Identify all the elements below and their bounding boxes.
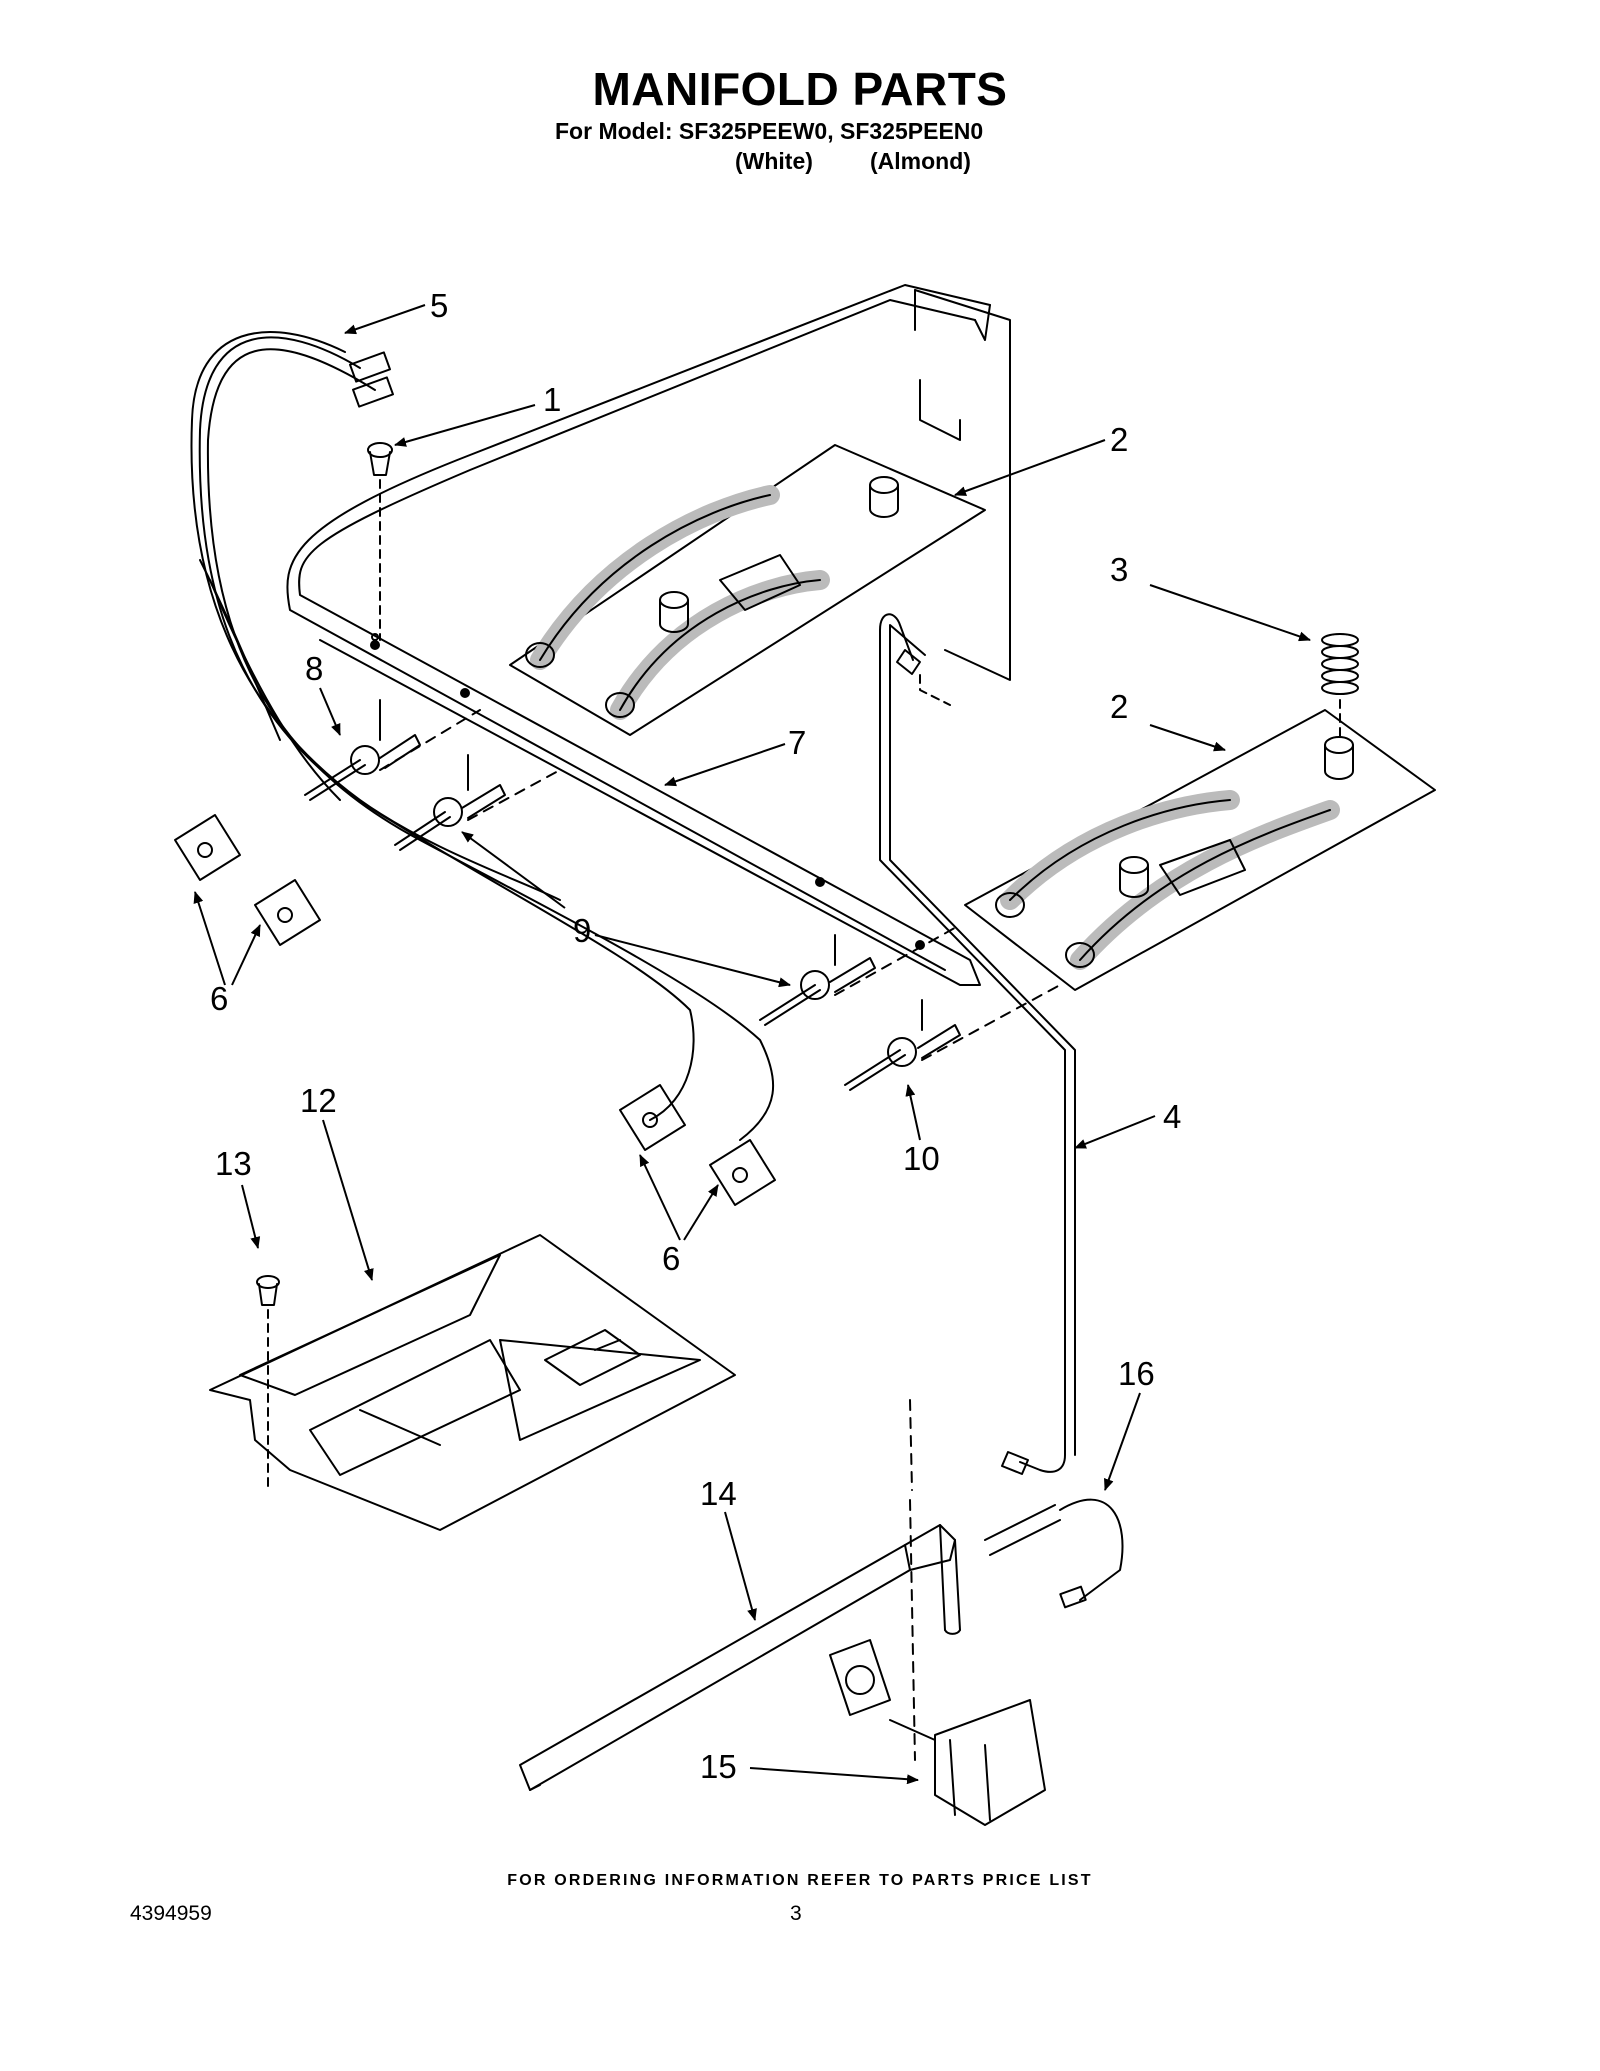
igniter-bracket-2: [254, 879, 321, 946]
callout-2-lower: 2: [1110, 688, 1128, 725]
callout-16: 16: [1118, 1355, 1155, 1392]
callout-13: 13: [215, 1145, 252, 1182]
model-line: For Model: SF325PEEW0, SF325PEEN0: [555, 118, 984, 144]
color-almond-label: (Almond): [870, 148, 971, 174]
callout-12: 12: [300, 1082, 337, 1119]
callout-10: 10: [903, 1140, 940, 1177]
burner-plate-lower: [964, 709, 1436, 991]
callout-4: 4: [1163, 1098, 1181, 1135]
spring-part: [1321, 633, 1359, 739]
callout-labels: 5 1 2 3 2 8 7 9 6 4 10 12 13 6 16 14 15: [210, 287, 1181, 1785]
callout-8: 8: [305, 650, 323, 687]
back-panel: [914, 289, 1011, 681]
safety-valve: [829, 1639, 1046, 1826]
valve-4: [844, 984, 1061, 1091]
leader-arrows: [193, 304, 1311, 1785]
page-title: MANIFOLD PARTS: [592, 63, 1008, 115]
igniter-bracket-3: [619, 1084, 686, 1151]
callout-3: 3: [1110, 551, 1128, 588]
wiring-harness: [190, 331, 775, 1141]
callout-15: 15: [700, 1748, 737, 1785]
screw-part-13: [256, 1275, 280, 1491]
page-number: 3: [790, 1902, 802, 1925]
valve-1: [304, 699, 481, 801]
valve-3: [759, 924, 961, 1026]
bottom-cover-plate: [209, 1234, 736, 1531]
gas-tube: [879, 613, 1076, 1475]
oven-igniter: [984, 1498, 1124, 1609]
callout-5: 5: [430, 287, 448, 324]
callout-9: 9: [573, 912, 591, 949]
color-white-label: (White): [735, 148, 813, 174]
manifold-pipe: [286, 284, 991, 986]
burner-plate-upper: [509, 444, 986, 736]
callout-2-upper: 2: [1110, 421, 1128, 458]
valve-2: [394, 754, 561, 851]
igniter-bracket-1: [174, 814, 241, 881]
callout-14: 14: [700, 1475, 737, 1512]
callout-1: 1: [543, 381, 561, 418]
oven-burner-tube: [519, 1399, 961, 1791]
document-number: 4394959: [130, 1902, 212, 1925]
screw-part-1: [367, 442, 393, 641]
callout-6-right: 6: [662, 1240, 680, 1277]
callout-7: 7: [788, 724, 806, 761]
callout-6-left: 6: [210, 980, 228, 1017]
igniter-bracket-4: [709, 1139, 776, 1206]
ordering-note: FOR ORDERING INFORMATION REFER TO PARTS …: [507, 1872, 1093, 1889]
